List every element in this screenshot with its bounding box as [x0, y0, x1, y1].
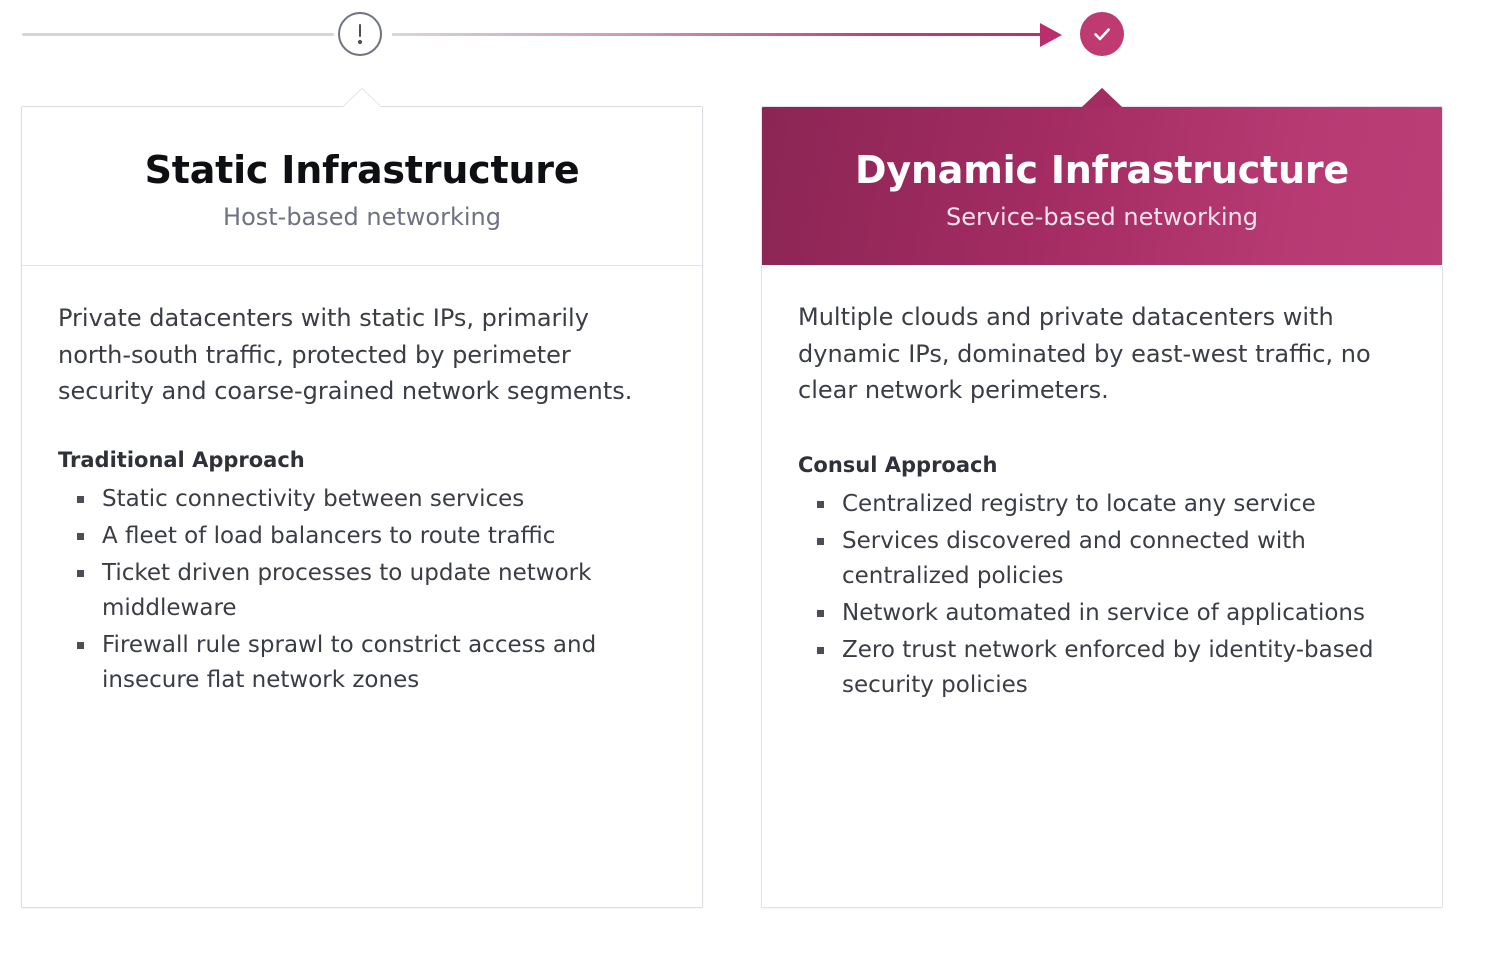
list-item: Services discovered and connected with c… — [798, 524, 1406, 594]
list-item: Firewall rule sprawl to constrict access… — [58, 628, 666, 698]
timeline-track-right — [392, 33, 1042, 36]
card-intro-dynamic: Multiple clouds and private datacenters … — [798, 303, 1371, 405]
points-list-dynamic: Centralized registry to locate any servi… — [798, 487, 1406, 703]
section-heading-consul-approach: Consul Approach — [798, 452, 998, 477]
list-item: Centralized registry to locate any servi… — [798, 487, 1406, 522]
card-static-infrastructure[interactable]: Static Infrastructure Host-based network… — [21, 88, 703, 908]
exclamation-dot — [358, 40, 362, 44]
arrow-right-icon — [1040, 23, 1062, 47]
card-notch-fill — [1082, 88, 1122, 107]
card-title-static: Static Infrastructure — [144, 148, 580, 192]
card-title-dynamic: Dynamic Infrastructure — [855, 148, 1349, 192]
points-list-static: Static connectivity between services A f… — [58, 482, 666, 698]
progress-timeline — [0, 0, 1490, 92]
section-heading-traditional-approach: Traditional Approach — [58, 447, 305, 472]
exclamation-circle-icon — [338, 12, 382, 56]
list-item: A fleet of load balancers to route traff… — [58, 519, 666, 554]
card-subtitle-static: Host-based networking — [223, 202, 501, 231]
list-item: Network automated in service of applicat… — [798, 596, 1406, 631]
card-notch-fill — [342, 89, 382, 108]
card-notch-dynamic — [1082, 88, 1122, 108]
exclamation-stem — [359, 24, 361, 37]
exclamation-glyph — [358, 22, 362, 46]
card-header-dynamic: Dynamic Infrastructure Service-based net… — [762, 107, 1442, 266]
list-item: Zero trust network enforced by identity-… — [798, 633, 1406, 703]
card-body-dynamic: Multiple clouds and private datacenters … — [762, 265, 1442, 744]
card-dynamic-infrastructure[interactable]: Dynamic Infrastructure Service-based net… — [761, 88, 1443, 908]
list-item: Static connectivity between services — [58, 482, 666, 517]
card-notch-static — [342, 88, 382, 108]
timeline-track-left — [22, 33, 334, 36]
card-intro-static: Private datacenters with static IPs, pri… — [58, 304, 633, 406]
card-body-static: Private datacenters with static IPs, pri… — [22, 266, 702, 739]
check-circle-icon — [1080, 12, 1124, 56]
list-item: Ticket driven processes to update networ… — [58, 556, 666, 626]
card-header-static: Static Infrastructure Host-based network… — [22, 107, 702, 267]
card-subtitle-dynamic: Service-based networking — [945, 202, 1258, 231]
